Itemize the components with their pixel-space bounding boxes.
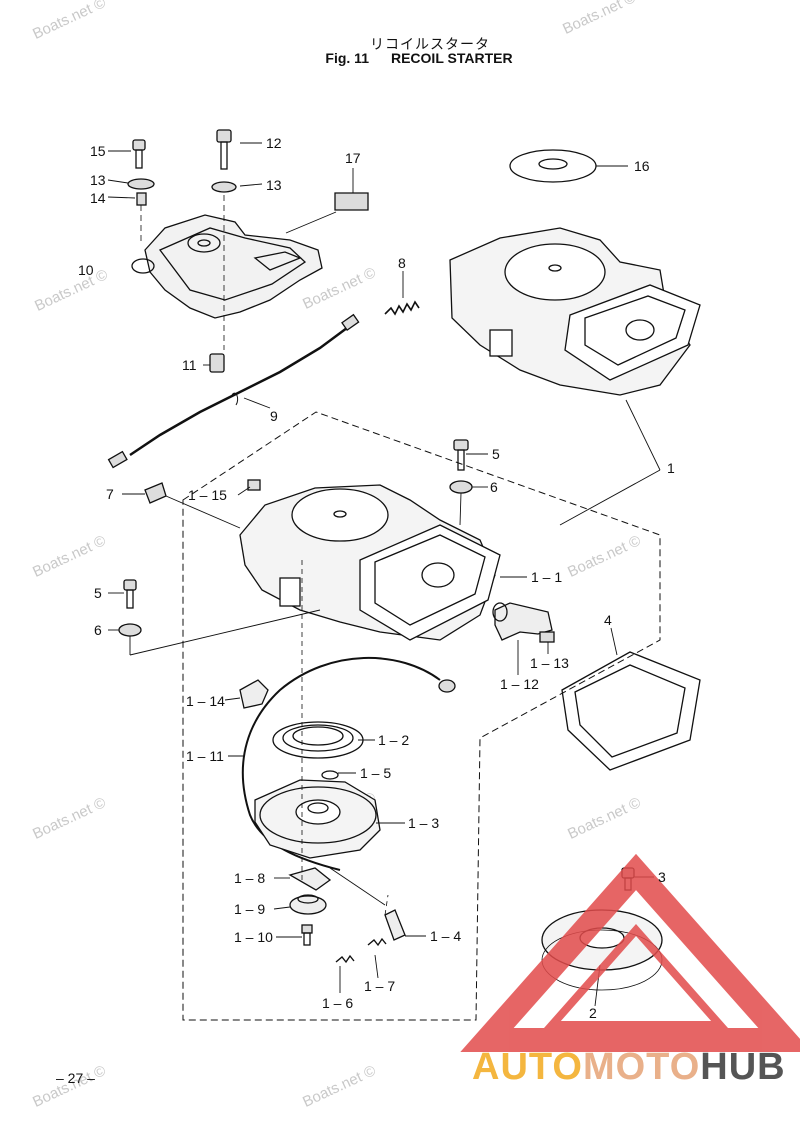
callout-1-5: 1 – 5 <box>360 765 392 781</box>
part-17-label <box>334 192 369 211</box>
callout-13: 13 <box>90 172 106 188</box>
part-1-3-pulley <box>254 779 381 859</box>
part-1-2-spring <box>272 721 364 759</box>
callout-1-10: 1 – 10 <box>234 929 273 945</box>
callout-14: 14 <box>90 190 106 206</box>
callout-16: 16 <box>634 158 650 174</box>
callout-1-12: 1 – 12 <box>500 676 539 692</box>
part-1-13-clip <box>539 631 555 643</box>
part-11-collar <box>209 353 225 373</box>
part-1-9-cap <box>289 894 327 915</box>
callout-1-4: 1 – 4 <box>430 928 462 944</box>
callout-1-1: 1 – 1 <box>531 569 563 585</box>
callout-1-2: 1 – 2 <box>378 732 410 748</box>
part-8-spring <box>384 300 420 316</box>
callout-13b: 13 <box>266 177 282 193</box>
figure-name: RECOIL STARTER <box>390 50 513 66</box>
part-15-bolt <box>132 139 146 169</box>
figure-title: Fig. 11 RECOIL STARTER <box>290 50 570 66</box>
part-1-12-handle <box>492 602 553 641</box>
part-13-washer <box>127 178 155 190</box>
part-16-disc <box>509 149 597 183</box>
part-1-7-spring <box>367 937 387 947</box>
callout-1-14: 1 – 14 <box>186 693 225 709</box>
brand-part-hub: HUB <box>700 1046 786 1088</box>
callout-3: 3 <box>658 869 666 885</box>
callout-6: 6 <box>490 479 498 495</box>
part-1-4-lever <box>384 909 406 941</box>
callout-10: 10 <box>78 262 94 278</box>
part-12-bolt <box>216 129 232 170</box>
part-1-15-clip <box>247 479 261 491</box>
part-1-starter-assembly <box>449 227 701 396</box>
part-10-cover <box>131 214 323 319</box>
callout-1-7: 1 – 7 <box>364 978 396 994</box>
callout-5b: 5 <box>94 585 102 601</box>
callout-11: 11 <box>182 357 197 373</box>
callout-1: 1 <box>667 460 675 476</box>
part-5-bolt-b <box>123 579 137 609</box>
part-5-bolt <box>453 439 469 471</box>
callout-12: 12 <box>266 135 282 151</box>
sub-assembly-boundary <box>182 411 661 1021</box>
part-7-clip <box>144 482 167 504</box>
part-1-14-bracket <box>239 679 269 709</box>
part-14-collar <box>136 192 147 206</box>
callout-17: 17 <box>345 150 361 166</box>
part-6-washer-b <box>118 623 142 637</box>
callout-1-3: 1 – 3 <box>408 815 440 831</box>
brand-part-auto: AUTO <box>472 1046 583 1088</box>
callout-1-9: 1 – 9 <box>234 901 266 917</box>
callout-15: 15 <box>90 143 106 159</box>
automotohub-logo-text: AUTOMOTOHUB <box>472 1046 786 1089</box>
part-4-gasket <box>561 651 701 771</box>
callout-4: 4 <box>604 612 612 628</box>
part-1-8-plate <box>288 867 332 891</box>
callout-1-13: 1 – 13 <box>530 655 569 671</box>
page-number: – 27 – <box>56 1070 95 1086</box>
callout-1-8: 1 – 8 <box>234 870 266 886</box>
callout-6b: 6 <box>94 622 102 638</box>
part-1-6-spring <box>335 954 355 964</box>
callout-1-6: 1 – 6 <box>322 995 354 1011</box>
callout-8: 8 <box>398 255 406 271</box>
callout-1-11: 1 – 11 <box>186 748 224 764</box>
brand-part-moto: MOTO <box>582 1046 701 1088</box>
part-13-washer-b <box>211 181 237 193</box>
part-9-cable <box>107 313 360 469</box>
part-1-5-clip <box>321 770 339 780</box>
automotohub-logo-triangle <box>460 853 800 1052</box>
part-1-1-starter-case <box>239 484 501 641</box>
callout-1-15: 1 – 15 <box>188 487 227 503</box>
callout-5: 5 <box>492 446 500 462</box>
japanese-title: リコイルスタータ <box>370 37 490 53</box>
figure-number: Fig. 11 <box>325 50 369 66</box>
part-1-10-bolt <box>301 924 313 946</box>
callout-9: 9 <box>270 408 278 424</box>
part-6-washer <box>449 480 473 494</box>
callout-7: 7 <box>106 486 114 502</box>
callout-2: 2 <box>589 1005 597 1021</box>
